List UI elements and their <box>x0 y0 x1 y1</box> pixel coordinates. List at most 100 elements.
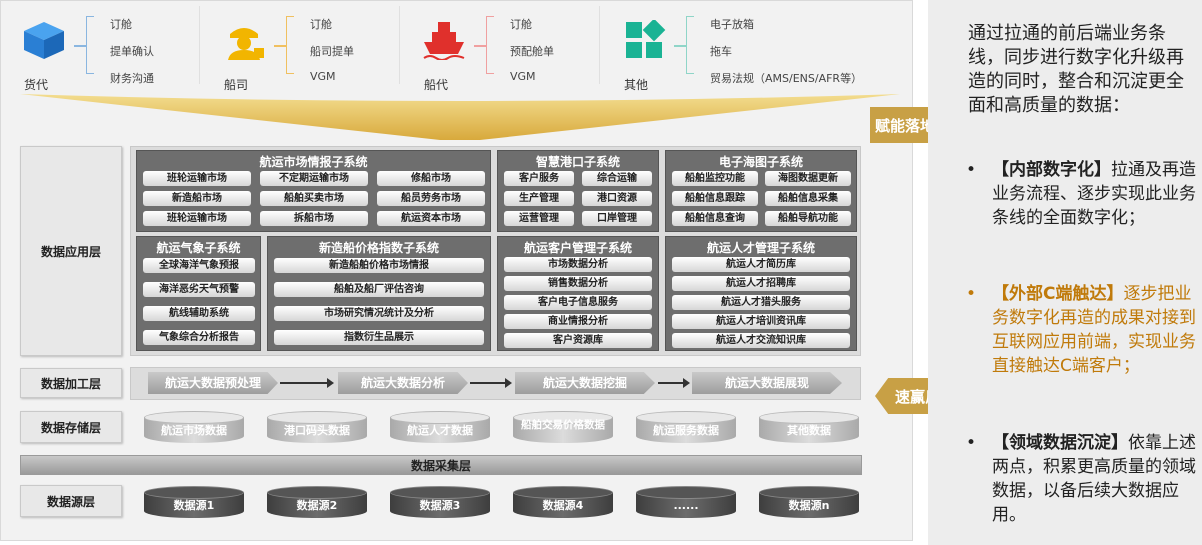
source-label: ...... <box>673 499 699 512</box>
module-pill: 客户资源库 <box>504 333 652 348</box>
module-pill: 船舶信息采集 <box>765 191 851 206</box>
module-pill: 船舶买卖市场 <box>260 191 368 206</box>
system-title: 电子海图子系统 <box>718 155 803 169</box>
box-icon <box>24 22 64 59</box>
module-pill: 客户服务 <box>504 171 574 186</box>
divider <box>399 6 400 84</box>
storage-label: 港口码头数据 <box>284 424 350 437</box>
arrow-right-icon <box>280 378 334 388</box>
system-ecdis: 电子海图子系统 船舶监控功能 海图数据更新 船舶信息跟踪 船舶信息采集 船舶信息… <box>665 150 857 232</box>
module-pill: 海图数据更新 <box>765 171 851 186</box>
source-label: 数据源3 <box>419 499 461 512</box>
bullet-dot: • <box>966 160 977 180</box>
module-pill: 船舶信息查询 <box>672 211 758 226</box>
role-shipping-agent: 船代 订舱 预配舱单 VGM <box>400 0 600 96</box>
bullet-key: 【内部数字化】 <box>992 160 1111 180</box>
module-pill: 商业情报分析 <box>504 314 652 329</box>
role-item: 船司提单 <box>310 45 354 58</box>
storage-label: 航运人才数据 <box>407 424 473 437</box>
storage-cylinder: 航运人才数据 <box>390 411 490 445</box>
role-item: VGM <box>510 70 536 83</box>
source-label: 数据源2 <box>296 499 338 512</box>
system-market: 航运市场情报子系统 班轮运输市场 不定期运输市场 修船市场 新造船市场 船舶买卖… <box>136 150 491 232</box>
module-pill: 口岸管理 <box>582 211 652 226</box>
module-pill: 客户电子信息服务 <box>504 295 652 310</box>
source-cylinder: 数据源1 <box>144 486 244 520</box>
system-crm: 航运客户管理子系统 市场数据分析 销售数据分析 客户电子信息服务 商业情报分析 … <box>497 236 659 351</box>
system-title: 新造船价格指数子系统 <box>318 241 439 255</box>
source-cylinder: 数据源3 <box>390 486 490 520</box>
bullet-dot: • <box>966 433 977 453</box>
role-item: 提单确认 <box>110 45 154 58</box>
system-title: 航运气象子系统 <box>156 241 241 255</box>
storage-cylinder: 船舶交易价格数据 <box>513 411 613 445</box>
source-label: 数据源4 <box>542 499 584 512</box>
system-title: 航运市场情报子系统 <box>259 155 368 169</box>
bullet-dot: • <box>966 284 977 304</box>
role-item: 电子放箱 <box>710 18 754 31</box>
role-name: 船代 <box>424 78 449 92</box>
source-label: 数据源n <box>788 499 830 512</box>
source-label: 数据源1 <box>173 499 215 512</box>
module-pill: 航线辅助系统 <box>143 306 255 321</box>
module-pill: 班轮运输市场 <box>143 171 251 186</box>
summary-panel <box>928 0 1202 545</box>
module-pill: 海洋恶劣天气预警 <box>143 282 255 297</box>
module-pill: 航运人才简历库 <box>672 257 850 272</box>
bullet-text: 依靠上述两点，积累更高质量的领域数据，以备后续大数据应用。 <box>992 433 1196 525</box>
module-pill: 综合运输 <box>582 171 652 186</box>
bullet-text: 逐步把业务数字化再造的成果对接到互联网应用前端，实现业务直接触达C端客户； <box>992 284 1196 376</box>
source-cylinder: ...... <box>636 486 736 520</box>
system-talent: 航运人才管理子系统 航运人才简历库 航运人才招聘库 航运人才猎头服务 航运人才培… <box>665 236 857 351</box>
process-step: 航运大数据预处理 <box>148 372 278 394</box>
bracket <box>86 16 94 74</box>
role-name: 其他 <box>624 78 649 92</box>
source-cylinder: 数据源n <box>759 486 859 520</box>
ship-icon <box>423 22 465 60</box>
module-pill: 航运人才猎头服务 <box>672 295 850 310</box>
module-pill: 新造船市场 <box>143 191 251 206</box>
bracket <box>486 16 494 74</box>
role-item: 拖车 <box>710 45 732 58</box>
module-pill: 航运资本市场 <box>377 211 485 226</box>
module-pill: 生产管理 <box>504 191 574 206</box>
role-item: 订舱 <box>510 18 532 31</box>
divider <box>599 6 600 84</box>
connector <box>474 45 486 47</box>
system-title: 航运人才管理子系统 <box>706 241 815 255</box>
connector <box>274 45 286 47</box>
storage-layer-area <box>130 404 861 450</box>
module-pill: 气象综合分析报告 <box>143 330 255 345</box>
module-pill: 船舶及船厂评估咨询 <box>274 282 484 297</box>
role-item: VGM <box>310 70 336 83</box>
layer-label-app: 数据应用层 <box>20 146 122 356</box>
arrow-right-icon <box>658 378 690 388</box>
module-pill: 不定期运输市场 <box>260 171 368 186</box>
module-pill: 班轮运输市场 <box>143 211 251 226</box>
divider <box>199 6 200 84</box>
role-item: 贸易法规（AMS/ENS/AFR等） <box>710 72 863 85</box>
role-item: 订舱 <box>310 18 332 31</box>
module-pill: 船舶监控功能 <box>672 171 758 186</box>
role-shipping-line: 船司 订舱 船司提单 VGM <box>200 0 400 96</box>
module-pill: 销售数据分析 <box>504 276 652 291</box>
module-pill: 运营管理 <box>504 211 574 226</box>
layer-label-source: 数据源层 <box>20 485 122 517</box>
source-cylinder: 数据源4 <box>513 486 613 520</box>
bullet-key: 【领域数据沉淀】 <box>992 433 1128 453</box>
role-item: 预配舱单 <box>510 45 554 58</box>
module-pill: 市场数据分析 <box>504 257 652 272</box>
bullet-text: 拉通及再造业务流程、逐步实现此业务条线的全面数字化； <box>992 160 1196 228</box>
role-item: 财务沟通 <box>110 72 154 85</box>
process-step: 航运大数据挖掘 <box>515 372 655 394</box>
module-pill: 港口资源 <box>582 191 652 206</box>
module-pill: 船舶信息跟踪 <box>672 191 758 206</box>
captain-icon <box>228 28 264 60</box>
module-pill: 航运人才培训资讯库 <box>672 314 850 329</box>
role-name: 船司 <box>224 78 249 92</box>
panel-intro: 通过拉通的前后端业务条线，同步进行数字化升级再造的同时，整合和沉淀更全面和高质量… <box>968 23 1184 116</box>
system-title: 智慧港口子系统 <box>535 155 620 169</box>
storage-label: 航运服务数据 <box>653 424 719 437</box>
module-pill: 拆船市场 <box>260 211 368 226</box>
system-title: 航运客户管理子系统 <box>523 241 632 255</box>
